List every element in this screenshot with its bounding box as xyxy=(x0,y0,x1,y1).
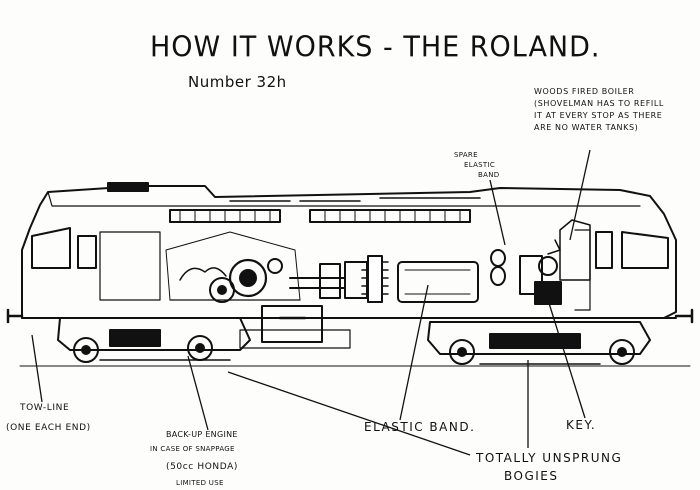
underframe xyxy=(239,305,351,349)
spare-label-3: BAND xyxy=(478,171,500,179)
backup-line-2: IN CASE OF SNAPPAGE xyxy=(150,445,235,453)
boiler-line-1: WOODS FIRED BOILER xyxy=(534,87,635,96)
couplings xyxy=(6,308,694,324)
boiler-annotation: WOODS FIRED BOILER (SHOVELMAN HAS TO REF… xyxy=(534,86,664,134)
internal-mechanism xyxy=(165,219,591,305)
backup-line-1: BACK-UP ENGINE xyxy=(166,430,238,439)
leader-elastic-band xyxy=(399,284,429,421)
bogies-label-2: BOGIES xyxy=(504,469,559,483)
leader-key xyxy=(547,299,586,419)
key-label: KEY. xyxy=(566,418,597,432)
leader-tow-line xyxy=(31,334,43,403)
leader-spare-elastic xyxy=(489,179,506,246)
boiler-line-2: (SHOVELMAN HAS TO REFILL xyxy=(534,99,664,108)
elastic-band-label: ELASTIC BAND. xyxy=(364,420,476,434)
right-bogie xyxy=(427,321,651,365)
backup-engine-annotation: BACK-UP ENGINE xyxy=(166,431,238,439)
left-bogie xyxy=(57,317,251,363)
boiler-line-3: IT AT EVERY STOP AS THERE xyxy=(534,111,663,120)
leader-bogies-left xyxy=(227,371,471,456)
leader-lines xyxy=(31,149,591,456)
boiler-line-4: ARE NO WATER TANKS) xyxy=(534,123,639,132)
page-title: HOW IT WORKS - THE ROLAND. xyxy=(150,31,601,64)
leader-boiler xyxy=(569,149,591,241)
tow-line-label: TOW-LINE xyxy=(20,403,70,413)
bogies-label-1: TOTALLY UNSPRUNG xyxy=(476,451,623,465)
backup-line-4: LIMITED USE xyxy=(176,479,224,487)
spare-label-2: ELASTIC xyxy=(464,161,496,169)
spare-label-1: SPARE xyxy=(454,151,478,159)
subtitle: Number 32h xyxy=(188,73,287,91)
backup-line-3: (50cc HONDA) xyxy=(166,462,238,472)
leader-backup-engine xyxy=(187,355,209,431)
tow-line-note: (ONE EACH END) xyxy=(6,423,91,433)
